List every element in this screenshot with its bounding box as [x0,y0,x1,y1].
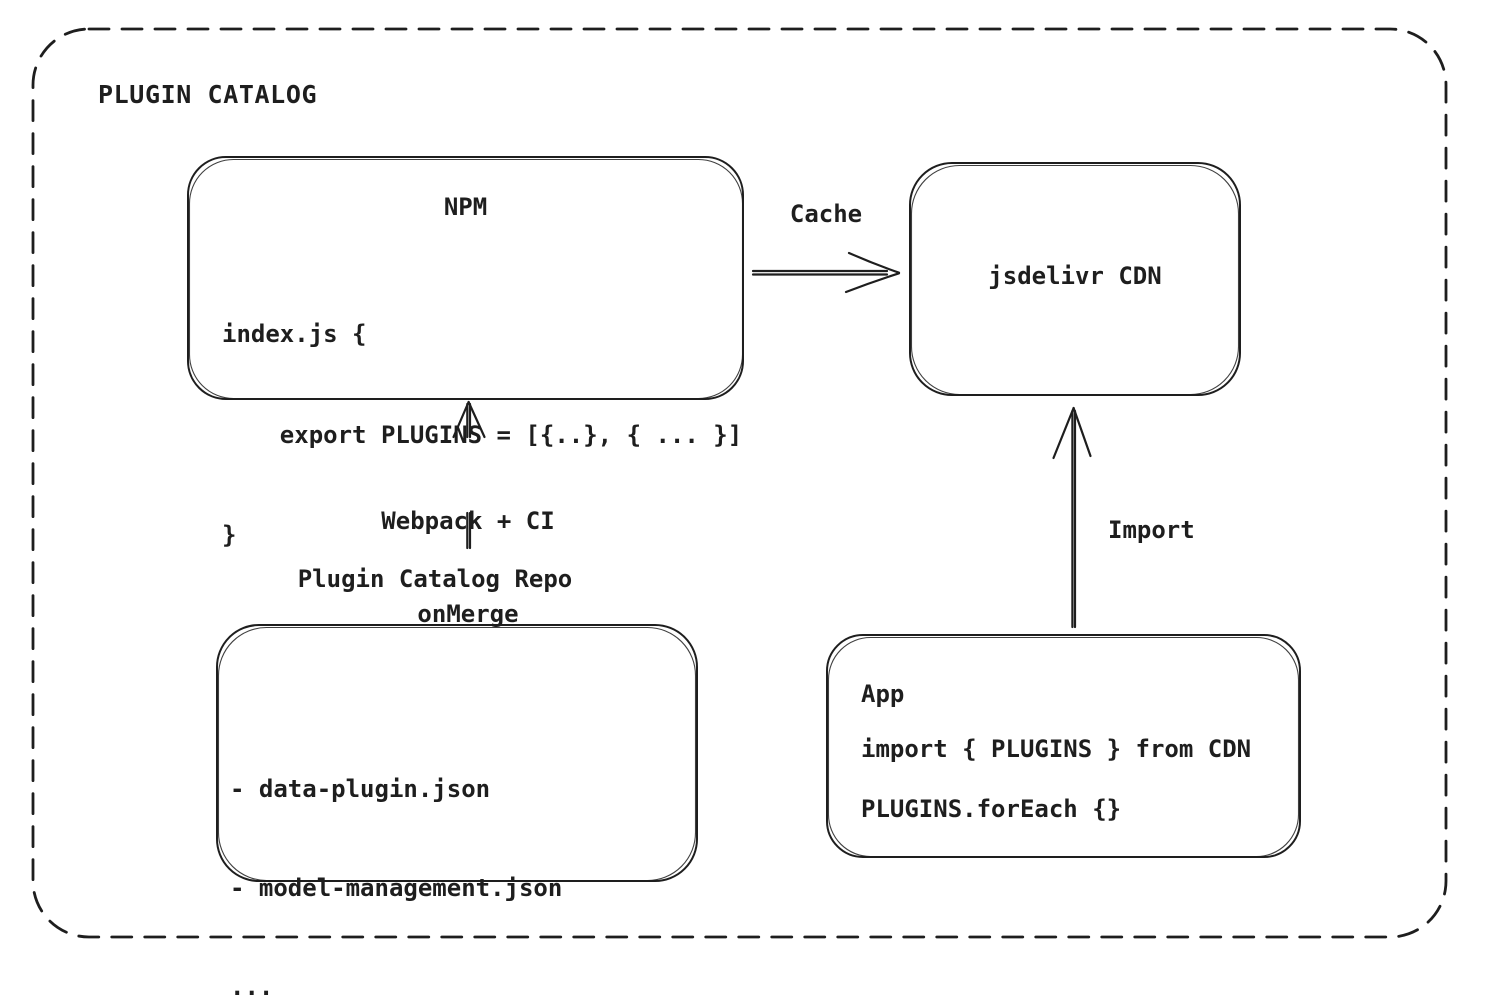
repo-node-title: Plugin Catalog Repo [297,565,573,593]
cache-arrow [751,251,901,294]
repo-file-item: - model-management.json [230,874,563,902]
cdn-node-label: jsdelivr CDN [988,262,1162,290]
frame-title: PLUGIN CATALOG [98,80,318,109]
repo-file-list: - data-plugin.json - model-management.js… [230,707,562,1002]
npm-code-line: } [222,521,237,549]
cache-arrow-label: Cache [789,200,863,228]
app-node-title: App [861,680,905,708]
npm-node-title: NPM [443,193,488,221]
repo-file-item: ... [230,973,274,1001]
cdn-box-outline [909,162,1241,396]
plugin-catalog-frame-outline [31,27,1448,939]
app-box-outline [826,634,1301,858]
repo-file-item: - data-plugin.json [230,775,491,803]
import-arrow-label: Import [1108,516,1195,544]
build-arrow-label-line2: onMerge [417,600,519,628]
build-arrow-label: Webpack + CI onMerge [338,444,598,692]
repo-box-outline [216,624,698,882]
npm-box-outline [187,156,744,400]
app-code-line: import { PLUGINS } from CDN [861,735,1252,763]
build-arrow [452,400,486,550]
npm-code-line: index.js { [222,320,367,348]
npm-code-block: index.js { export PLUGINS = [{..}, { ...… [222,251,742,620]
npm-code-line: export PLUGINS = [{..}, { ... }] [222,420,743,449]
app-code-line: PLUGINS.forEach {} [861,795,1122,823]
import-arrow [1052,406,1092,629]
build-arrow-label-line1: Webpack + CI [381,507,555,535]
